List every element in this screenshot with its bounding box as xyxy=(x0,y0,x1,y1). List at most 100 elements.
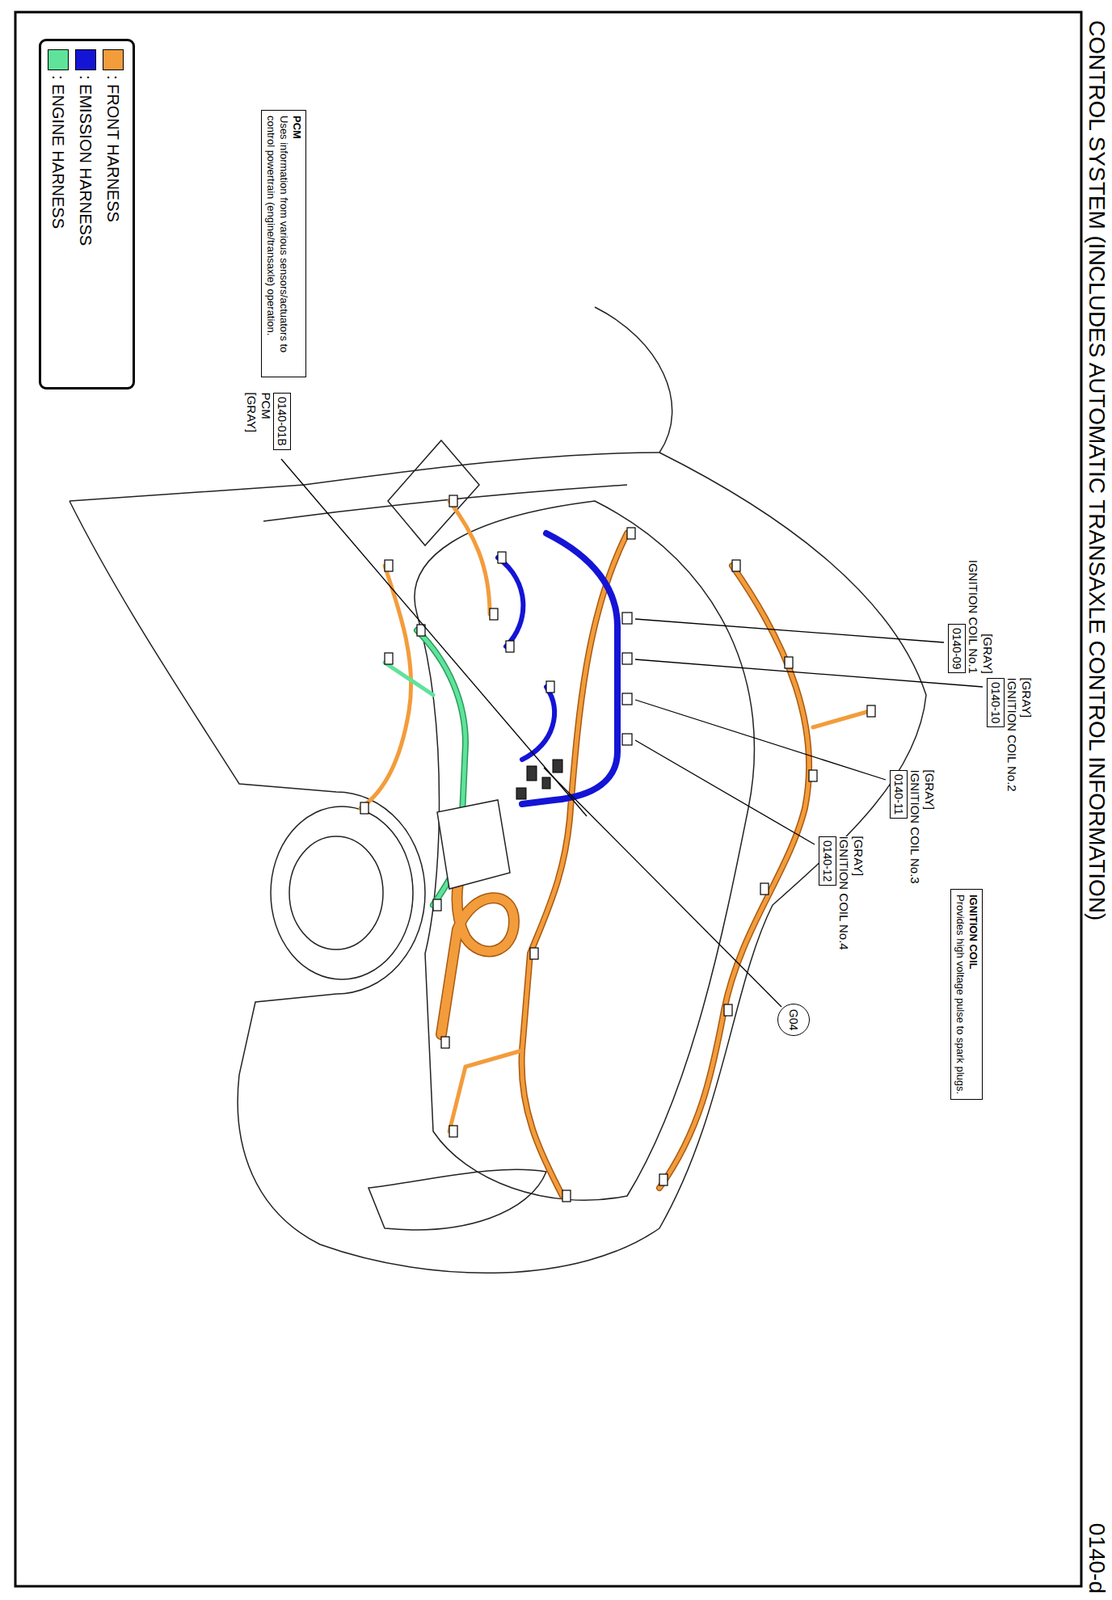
connector-code: 0140-12 xyxy=(821,840,834,882)
coil-connector xyxy=(622,612,632,624)
note-heading: IGNITION COIL xyxy=(966,894,980,1095)
connector xyxy=(433,899,442,911)
harness-wire xyxy=(522,533,628,1197)
connector-code-box: 0140-10[GRAY]IGNITION COIL No.2 xyxy=(986,678,1005,728)
legend-text: : ENGINE HARNESS xyxy=(49,75,68,229)
note-body: Provides high voltage pulse to spark plu… xyxy=(953,894,967,1095)
page-number: 0140-d xyxy=(1083,1523,1110,1594)
connector xyxy=(489,608,498,620)
connector xyxy=(526,766,537,781)
connector-code-box: 0140-11[GRAY]IGNITION COIL No.3 xyxy=(889,770,908,819)
connector-code-box: 0140-12[GRAY]IGNITION COIL No.4 xyxy=(818,836,837,886)
connector xyxy=(627,527,636,540)
connector xyxy=(808,770,818,782)
harness-wire xyxy=(384,662,434,695)
component-name: IGNITION COIL No.4 xyxy=(836,836,851,951)
component-name: PCM xyxy=(258,392,274,434)
connector xyxy=(384,652,393,665)
harness-wire xyxy=(449,1050,523,1132)
legend-swatch xyxy=(47,49,69,71)
leader-line xyxy=(281,459,587,817)
connector xyxy=(784,657,793,669)
roof-line xyxy=(594,307,673,453)
front-harness xyxy=(360,501,870,1197)
headlight xyxy=(368,1169,547,1230)
car-body xyxy=(69,307,927,1273)
harness-wire xyxy=(522,686,555,760)
coil-connector xyxy=(622,733,632,746)
connectors xyxy=(360,495,876,1202)
connector xyxy=(497,551,506,564)
leader-line xyxy=(635,699,886,780)
connector xyxy=(516,787,527,800)
ground-circle: G04 xyxy=(777,1003,810,1037)
connector xyxy=(867,705,876,717)
note-body: Uses information from various sensors/ac… xyxy=(264,115,291,372)
windshield-line xyxy=(69,452,660,502)
connector-color: [GRAY] xyxy=(922,770,937,885)
connector xyxy=(546,681,555,693)
harness-outline xyxy=(659,565,809,1188)
legend-row: : ENGINE HARNESS xyxy=(44,49,72,380)
note-box: IGNITION COILProvides high voltage pulse… xyxy=(950,888,983,1100)
coil-connector xyxy=(622,652,632,665)
connector xyxy=(732,560,741,572)
connector xyxy=(562,1190,571,1202)
legend-text: : EMISSION HARNESS xyxy=(76,75,96,246)
connector-code: 0140-09 xyxy=(950,627,964,670)
harness-wire xyxy=(449,501,490,615)
leader-line xyxy=(635,740,815,845)
legend-text: : FRONT HARNESS xyxy=(104,75,123,223)
connector xyxy=(441,1036,450,1049)
harness-wire xyxy=(812,711,870,728)
connector-color: [GRAY] xyxy=(850,836,866,951)
ground-label: G04 xyxy=(787,1009,801,1031)
connector xyxy=(659,1174,668,1186)
connector-color: [GRAY] xyxy=(244,392,259,434)
component-name: IGNITION COIL No.1 xyxy=(965,560,981,674)
connector xyxy=(724,1004,733,1016)
leader-line xyxy=(635,619,944,643)
connector-color: [GRAY] xyxy=(980,560,995,674)
legend-swatch xyxy=(102,49,124,71)
legend-box: : FRONT HARNESS : EMISSION HARNESS : ENGIN… xyxy=(38,38,135,390)
windshield-inner xyxy=(263,484,628,522)
connector xyxy=(760,883,769,895)
connector-code-box: 0140-01BPCM[GRAY] xyxy=(273,392,291,451)
harness-outline xyxy=(522,533,628,1197)
component-name: IGNITION COIL No.3 xyxy=(907,770,923,885)
wheel-inner xyxy=(289,836,384,950)
harness-wire xyxy=(497,557,523,647)
emission-harness xyxy=(497,533,618,805)
coil-connector xyxy=(622,693,632,705)
label-stack: [GRAY]IGNITION COIL No.1 xyxy=(965,560,995,674)
leader-line xyxy=(543,767,782,1007)
page-border xyxy=(15,12,1082,1587)
connector xyxy=(552,759,563,773)
connector-code: 0140-01B xyxy=(275,396,289,447)
label-stack: [GRAY]IGNITION COIL No.3 xyxy=(907,770,937,885)
note-box: PCMUses information from various sensors… xyxy=(261,109,307,378)
battery xyxy=(437,800,510,889)
connector xyxy=(384,560,393,572)
mirror xyxy=(387,440,480,546)
label-stack: [GRAY]IGNITION COIL No.4 xyxy=(836,836,866,951)
component-name: IGNITION COIL No.2 xyxy=(1004,678,1020,792)
connector xyxy=(449,495,458,507)
legend-swatch xyxy=(75,49,97,71)
connector xyxy=(360,802,369,814)
connector-color: [GRAY] xyxy=(1019,678,1034,792)
legend-row: : FRONT HARNESS xyxy=(99,49,127,380)
label-stack: PCM[GRAY] xyxy=(244,392,274,434)
diagram-title: CONTROL SYSTEM (INCLUDES AUTOMATIC TRANS… xyxy=(1083,20,1110,921)
connector-code-box: 0140-09[GRAY]IGNITION COIL No.1 xyxy=(947,623,966,674)
harness-wire xyxy=(522,533,618,805)
connector xyxy=(542,777,551,789)
connector xyxy=(505,640,514,653)
note-heading: PCM xyxy=(290,115,304,372)
connector-code: 0140-10 xyxy=(989,682,1003,724)
connector-code: 0140-11 xyxy=(892,774,906,815)
connector xyxy=(530,947,539,960)
wheel xyxy=(270,806,413,980)
